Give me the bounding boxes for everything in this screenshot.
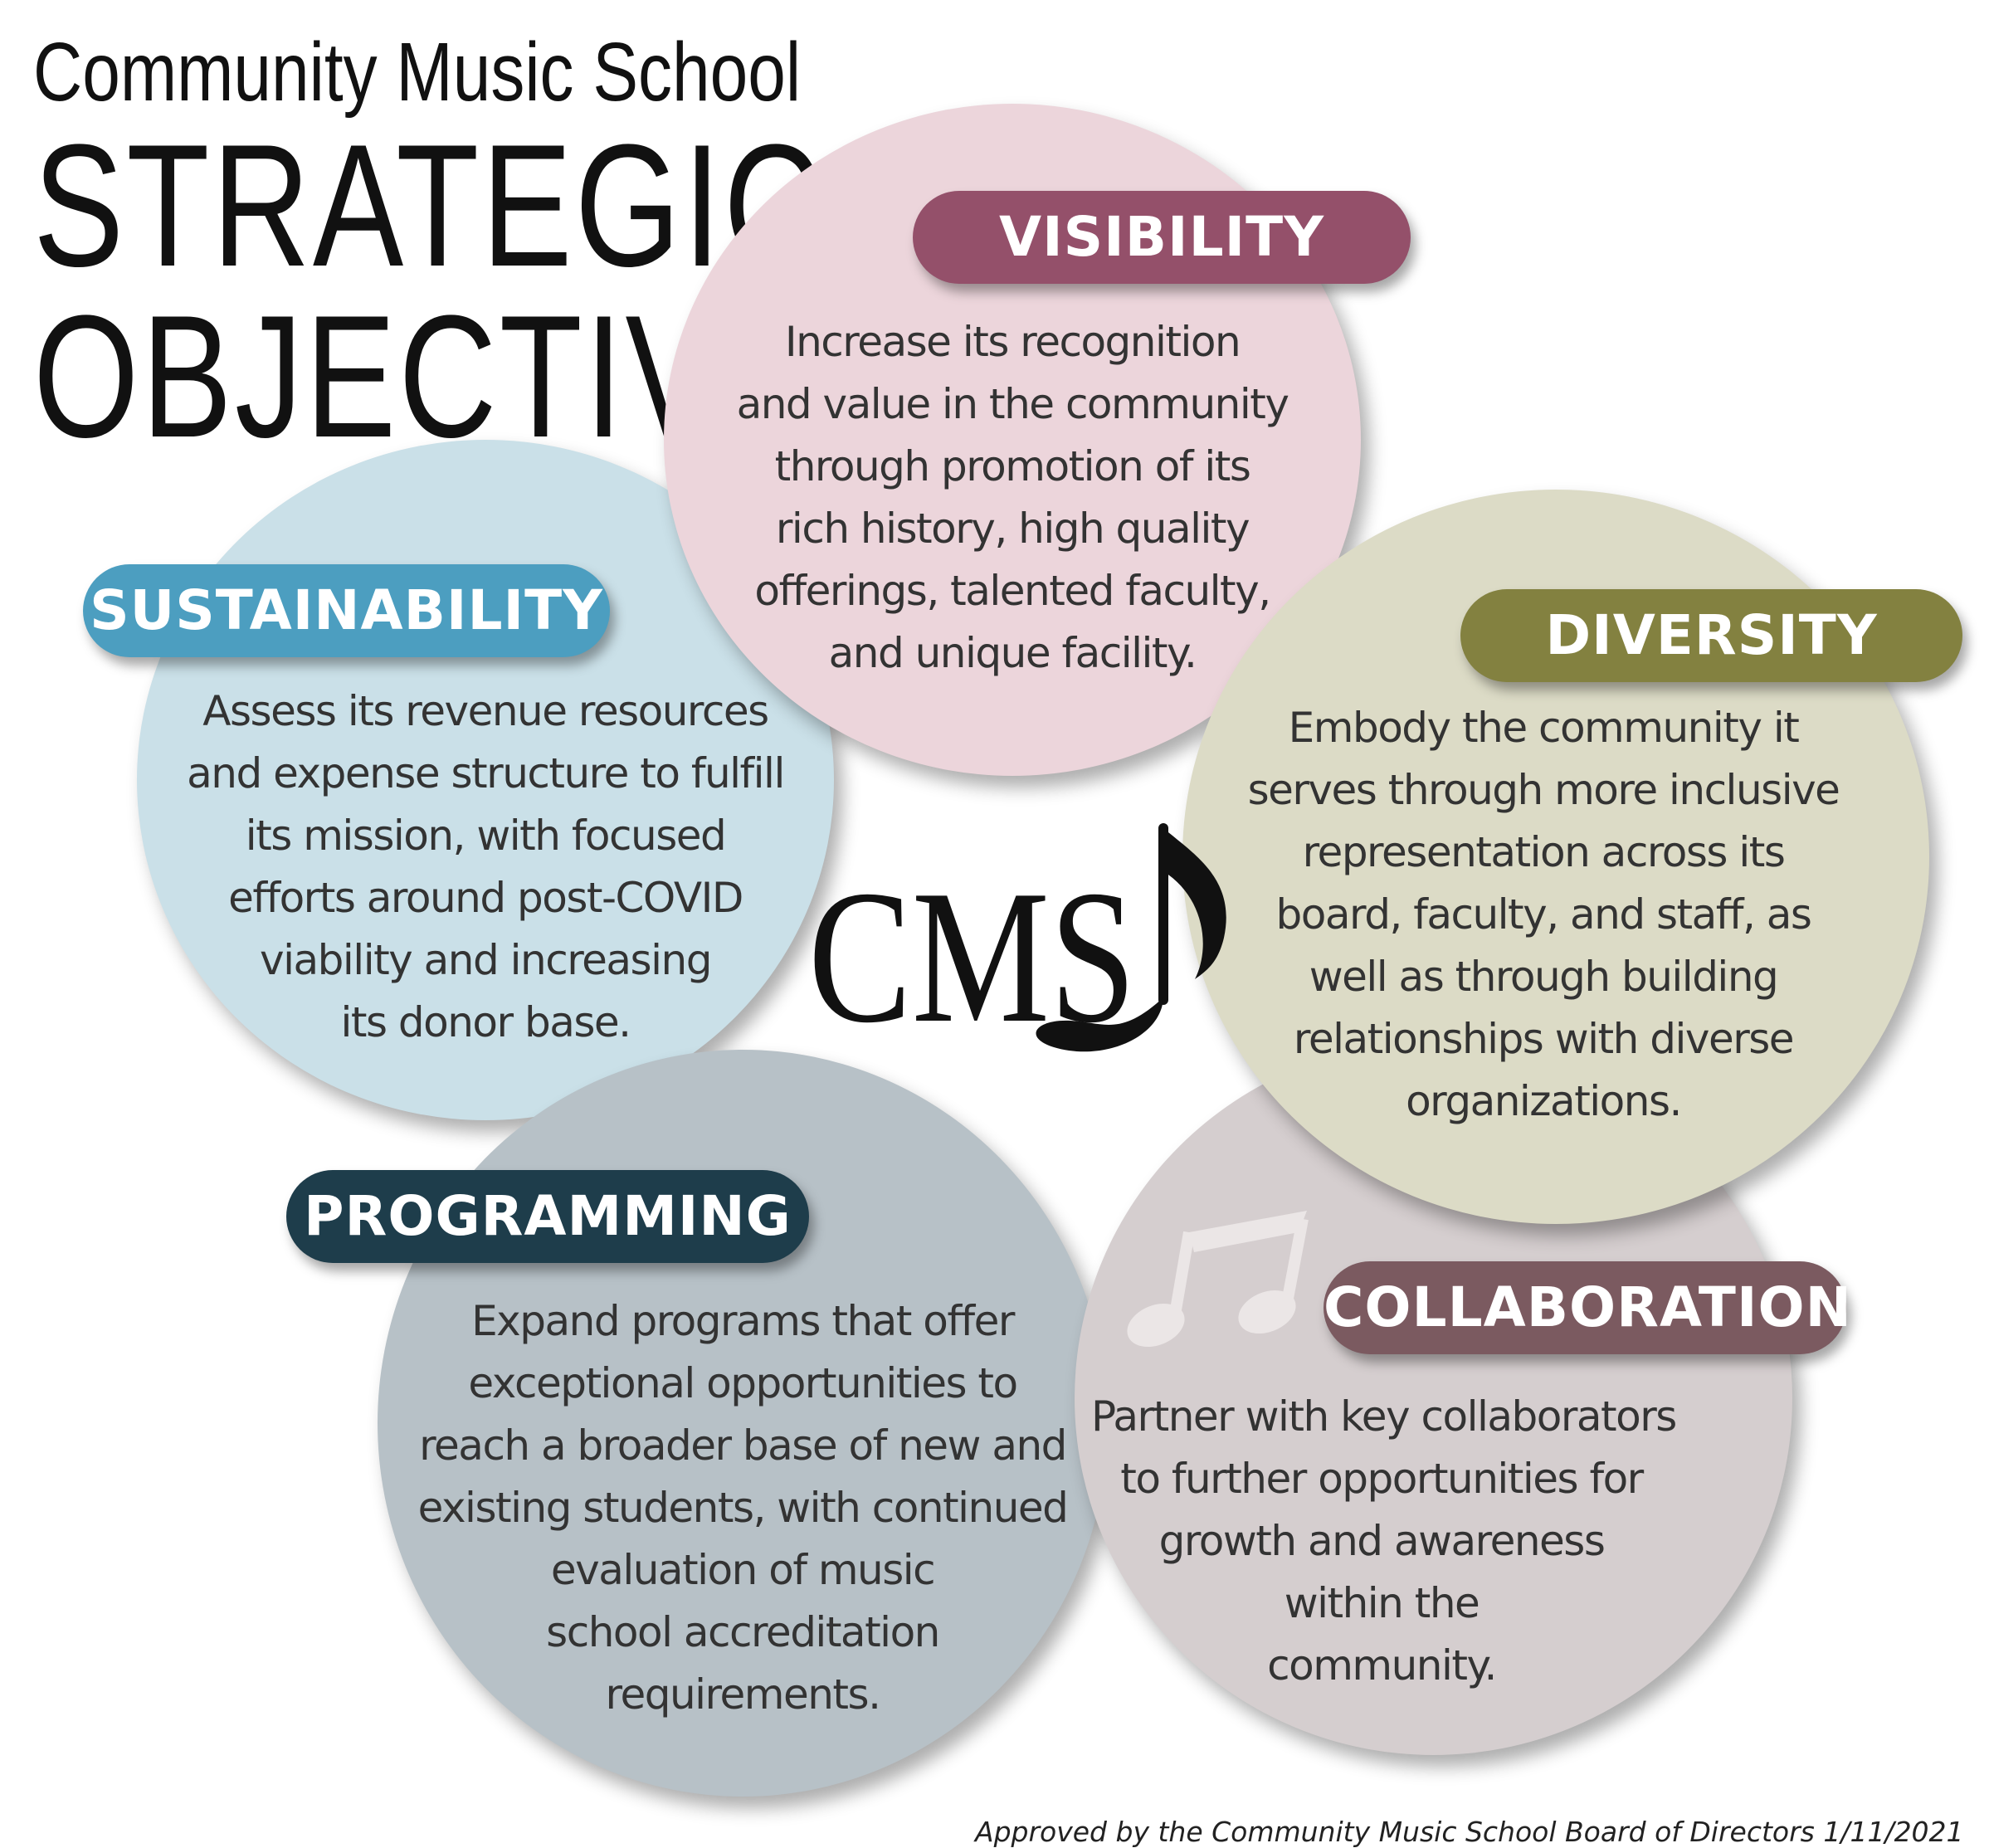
visibility-label: VISIBILITY xyxy=(913,191,1411,284)
description-line: its donor base. xyxy=(340,998,631,1046)
description-line: through promotion of its xyxy=(774,442,1251,490)
programming-circle: Expand programs that offer exceptional o… xyxy=(378,1050,1108,1797)
cms-logo: CMS xyxy=(808,823,1226,1062)
description-line: Embody the community it xyxy=(1288,704,1800,752)
description-line: requirements. xyxy=(605,1670,881,1719)
description-line: its mission, with focused xyxy=(245,812,727,860)
description-line: board, faculty, and staff, as xyxy=(1275,890,1812,939)
description-line: Partner with key collaborators xyxy=(1091,1392,1677,1441)
sustainability-description: Assess its revenue resources and expense… xyxy=(154,680,817,1054)
description-line: representation across its xyxy=(1302,828,1786,876)
description-line: school accreditation xyxy=(546,1608,940,1656)
page-title-line-1: STRATEGIC xyxy=(33,108,825,303)
music-note-icon xyxy=(1036,823,1226,1052)
description-line: relationships with diverse xyxy=(1293,1015,1795,1063)
description-line: well as through building xyxy=(1309,953,1779,1001)
description-line: reach a broader base of new and xyxy=(419,1421,1067,1470)
description-line: rich history, high quality xyxy=(775,505,1250,553)
description-line: evaluation of music xyxy=(550,1546,936,1594)
description-line: Expand programs that offer xyxy=(471,1297,1015,1345)
collaboration-description: Partner with key collaborators to furthe… xyxy=(1091,1386,1677,1697)
diversity-description: Embody the community it serves through m… xyxy=(1216,697,1871,1133)
description-line: and unique facility. xyxy=(828,629,1197,677)
description-line: exceptional opportunities to xyxy=(468,1359,1018,1407)
description-line: organizations. xyxy=(1406,1077,1682,1125)
description-line: offerings, talented faculty, xyxy=(754,567,1271,615)
description-line: efforts around post-COVID xyxy=(228,874,743,922)
description-line: viability and increasing xyxy=(260,936,712,984)
approval-footer: Approved by the Community Music School B… xyxy=(975,1816,1964,1848)
programming-description: Expand programs that offer exceptional o… xyxy=(402,1290,1083,1726)
visibility-description: Increase its recognition and value in th… xyxy=(680,311,1344,685)
description-line: within the xyxy=(1284,1579,1480,1627)
description-line: Increase its recognition xyxy=(784,318,1241,366)
description-line: Assess its revenue resources xyxy=(202,687,769,735)
diversity-label: DIVERSITY xyxy=(1460,589,1962,682)
beamed-notes-icon xyxy=(1127,1211,1309,1348)
sustainability-label: SUSTAINABILITY xyxy=(83,564,610,657)
description-line: community. xyxy=(1267,1641,1497,1690)
description-line: serves through more inclusive xyxy=(1247,766,1840,814)
description-line: growth and awareness xyxy=(1158,1517,1606,1565)
description-line: to further opportunities for xyxy=(1120,1455,1644,1503)
description-line: existing students, with continued xyxy=(417,1484,1069,1532)
description-line: and expense structure to fulfill xyxy=(187,749,785,797)
organization-name: Community Music School xyxy=(33,26,802,119)
collaboration-label: COLLABORATION xyxy=(1324,1261,1851,1354)
programming-label: PROGRAMMING xyxy=(286,1170,809,1263)
description-line: and value in the community xyxy=(736,380,1289,428)
